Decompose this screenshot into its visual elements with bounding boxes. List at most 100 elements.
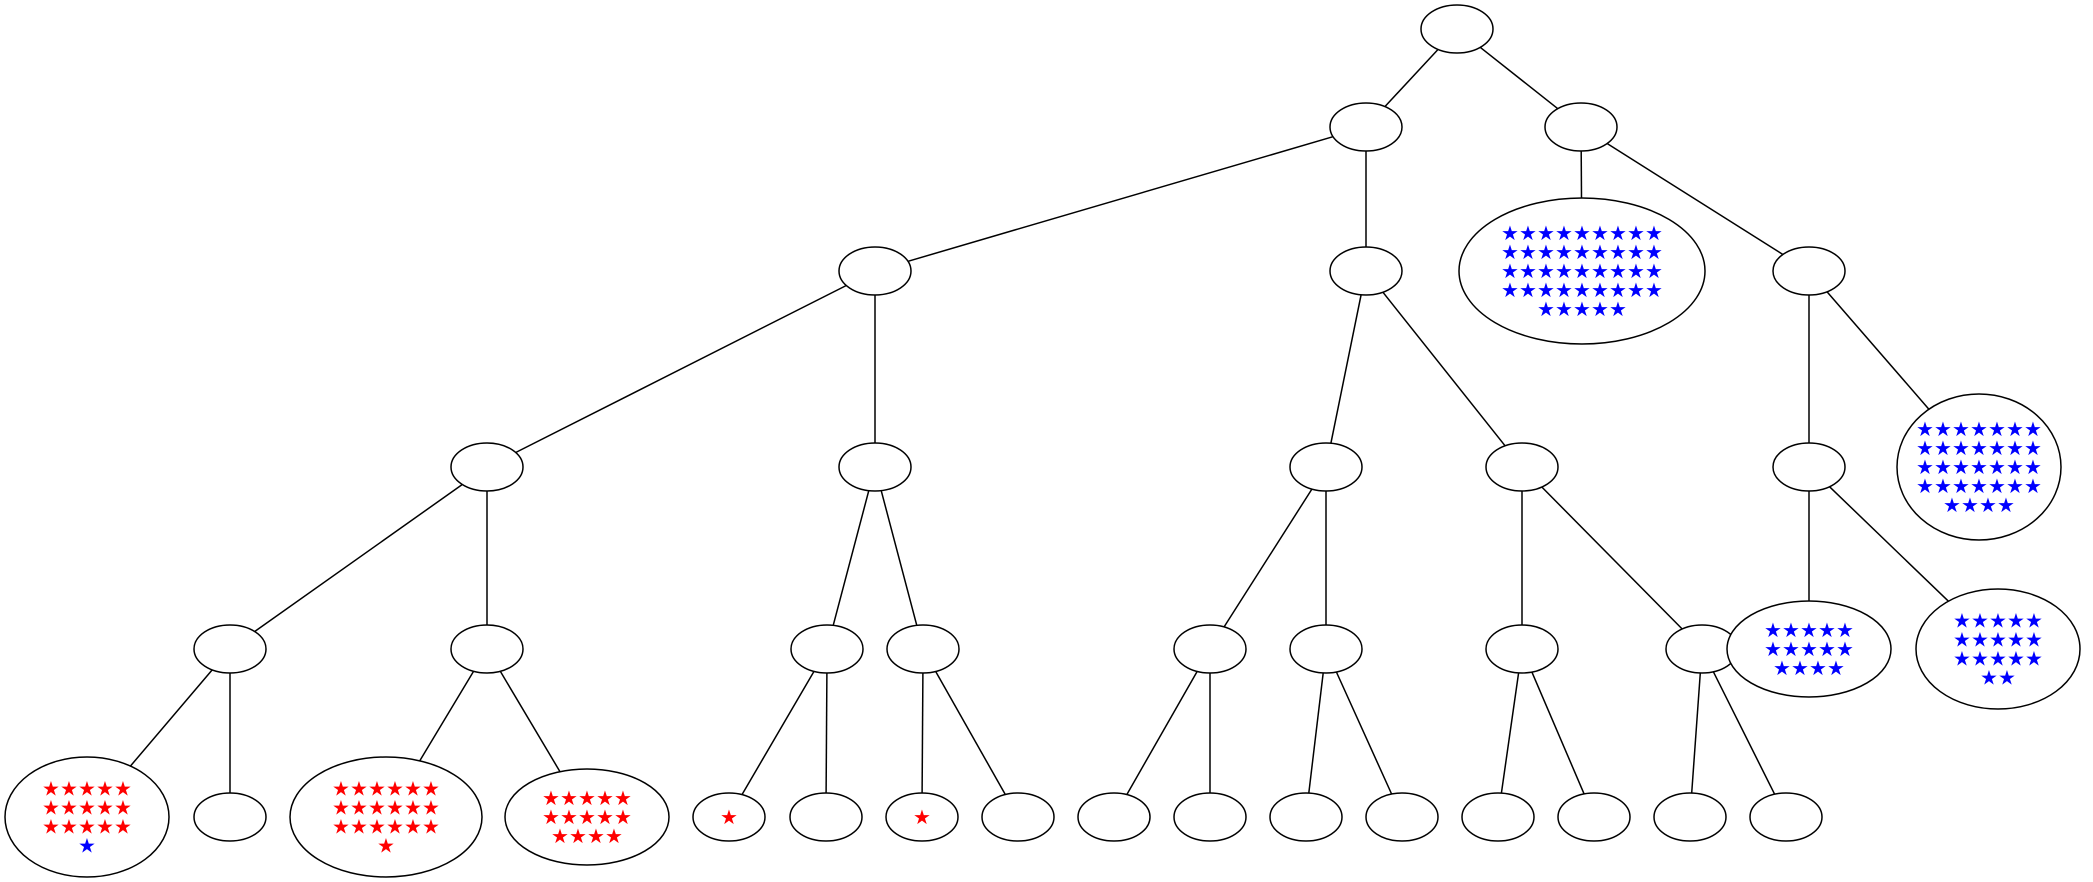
blue-star-mark: ★	[1501, 240, 1519, 264]
blue-star-mark: ★	[1537, 240, 1555, 264]
red-star-mark: ★	[542, 786, 560, 810]
split-node	[1289, 624, 1363, 674]
blue-star-mark: ★	[1764, 637, 1782, 661]
blue-star-mark: ★	[1645, 221, 1663, 245]
blue-star-mark: ★	[1591, 259, 1609, 283]
tree-edge	[1690, 672, 1702, 794]
blue-star-mark: ★	[1627, 221, 1645, 245]
leaf-node	[1173, 792, 1247, 842]
blue-star-mark: ★	[1537, 259, 1555, 283]
blue-star-mark: ★	[1971, 609, 1989, 633]
red-star-mark: ★	[332, 796, 350, 820]
blue-star-mark: ★	[1573, 259, 1591, 283]
blue-star-mark: ★	[1609, 278, 1627, 302]
blue-star-mark: ★	[1800, 618, 1818, 642]
tree-edge	[1712, 671, 1776, 795]
tree-edge	[1330, 294, 1362, 444]
red-star-mark: ★	[350, 777, 368, 801]
red-star-mark: ★	[386, 815, 404, 839]
tree-edge	[935, 671, 1006, 795]
red-star-mark: ★	[332, 815, 350, 839]
blue-star-mark: ★	[2007, 609, 2025, 633]
tree-edge	[1126, 671, 1198, 795]
blue-star-mark: ★	[1989, 609, 2007, 633]
tree-edge	[1308, 672, 1324, 794]
blue-star-mark: ★	[1627, 240, 1645, 264]
split-node	[886, 624, 960, 674]
blue-star-mark: ★	[1591, 221, 1609, 245]
red-star-mark: ★	[42, 777, 60, 801]
tree-edge	[1826, 291, 1930, 410]
split-node	[1329, 246, 1403, 296]
red-star-mark: ★	[368, 815, 386, 839]
blue-star-mark: ★	[1537, 278, 1555, 302]
blue-star-mark: ★	[1627, 259, 1645, 283]
blue-star-mark: ★	[1573, 297, 1591, 321]
blue-star-mark: ★	[1773, 656, 1791, 680]
red-star-mark: ★	[114, 796, 132, 820]
blue-star-mark: ★	[1519, 278, 1537, 302]
blue-star-mark: ★	[1537, 297, 1555, 321]
leaf-node	[885, 792, 959, 842]
leaf-node	[1749, 792, 1823, 842]
split-node	[193, 624, 267, 674]
blue-star-mark: ★	[1609, 240, 1627, 264]
tree-edge	[1500, 672, 1520, 794]
blue-star-mark: ★	[1645, 240, 1663, 264]
red-star-mark: ★	[404, 815, 422, 839]
red-star-mark: ★	[96, 815, 114, 839]
blue-star-mark: ★	[1609, 259, 1627, 283]
blue-star-mark: ★	[1537, 221, 1555, 245]
red-star-mark: ★	[60, 815, 78, 839]
leaf-node	[193, 792, 267, 842]
blue-star-mark: ★	[1934, 455, 1952, 479]
red-star-mark: ★	[78, 815, 96, 839]
blue-star-mark: ★	[1501, 278, 1519, 302]
split-node	[1173, 624, 1247, 674]
blue-star-mark: ★	[2024, 417, 2042, 441]
leaf-node	[1915, 588, 2081, 710]
leaf-node	[1461, 792, 1535, 842]
red-star-mark: ★	[578, 805, 596, 829]
blue-star-mark: ★	[1818, 637, 1836, 661]
leaf-node	[1557, 792, 1631, 842]
blue-star-mark: ★	[1609, 297, 1627, 321]
leaf-node	[1365, 792, 1439, 842]
red-star-mark: ★	[569, 824, 587, 848]
blue-star-mark: ★	[1952, 474, 1970, 498]
split-node	[450, 442, 524, 492]
tree-edge	[1541, 486, 1683, 630]
blue-star-mark: ★	[1980, 666, 1998, 690]
blue-star-mark: ★	[1764, 618, 1782, 642]
blue-star-mark: ★	[1573, 240, 1591, 264]
blue-star-mark: ★	[1998, 666, 2016, 690]
red-star-mark: ★	[78, 777, 96, 801]
red-star-mark: ★	[42, 796, 60, 820]
red-star-mark: ★	[42, 815, 60, 839]
blue-star-mark: ★	[1970, 417, 1988, 441]
tree-edge	[907, 135, 1334, 263]
blue-star-mark: ★	[1916, 474, 1934, 498]
blue-star-mark: ★	[2006, 436, 2024, 460]
red-star-mark: ★	[551, 824, 569, 848]
red-star-mark: ★	[368, 796, 386, 820]
split-node	[838, 442, 912, 492]
blue-star-mark: ★	[1953, 628, 1971, 652]
blue-star-mark: ★	[1519, 259, 1537, 283]
tree-edge	[921, 672, 924, 794]
split-node	[1772, 246, 1846, 296]
split-node	[1289, 442, 1363, 492]
tree-edge	[741, 671, 815, 795]
tree-edges	[129, 46, 1949, 795]
red-star-mark: ★	[377, 834, 395, 858]
blue-star-mark: ★	[1979, 493, 1997, 517]
tree-edge	[1382, 291, 1506, 447]
red-star-mark: ★	[720, 805, 738, 829]
blue-star-mark: ★	[2025, 609, 2043, 633]
leaf-node	[1269, 792, 1343, 842]
blue-star-mark: ★	[1791, 656, 1809, 680]
red-star-mark: ★	[114, 815, 132, 839]
leaf-node	[1458, 197, 1706, 345]
blue-star-mark: ★	[1934, 417, 1952, 441]
blue-star-mark: ★	[1836, 618, 1854, 642]
